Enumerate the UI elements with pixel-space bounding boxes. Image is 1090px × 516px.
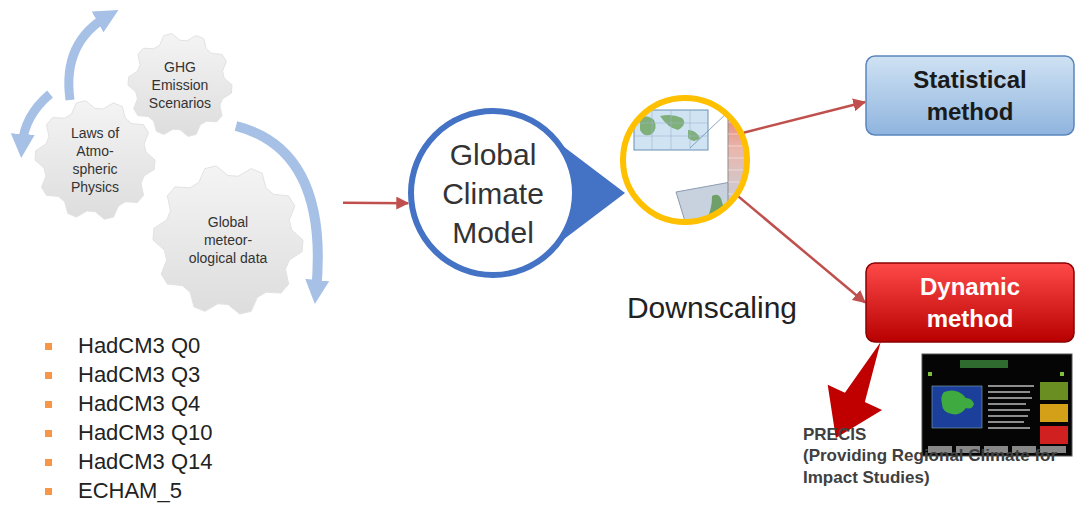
precis-screenshot xyxy=(922,354,1072,456)
label-text: HadCM3 Q14 xyxy=(78,448,213,477)
input-gear: Global meteor- ological data xyxy=(153,165,303,315)
bullet-marker xyxy=(45,343,52,350)
node-outline xyxy=(35,100,155,220)
precis-caption: PRECIS xyxy=(803,424,1063,446)
model-list-item: HadCM3 Q14 xyxy=(45,448,305,477)
bullet-marker xyxy=(45,430,52,437)
label-text: (Providing Regional Climate for Impact S… xyxy=(803,445,1065,489)
method-box: Dynamic method xyxy=(865,262,1075,343)
bullet-marker xyxy=(45,372,52,379)
downscaling-circle: Downscaling xyxy=(620,95,750,225)
label-text: HadCM3 Q3 xyxy=(78,361,200,390)
node-text: GHG Emission Scenarios xyxy=(141,58,219,113)
model-list-item: ECHAM_5 xyxy=(45,477,305,506)
node-text: Global Climate Model xyxy=(423,135,563,252)
model-list-item: HadCM3 Q10 xyxy=(45,419,305,448)
node-text: Global meteor- ological data xyxy=(184,213,272,268)
node-text: Laws of Atmo- spheric Physics xyxy=(64,124,126,197)
model-list-item: HadCM3 Q0 xyxy=(45,332,305,361)
flow-arrow xyxy=(738,196,865,302)
precis-caption: (Providing Regional Climate for Impact S… xyxy=(803,445,1065,489)
method-box: Statistical method xyxy=(865,55,1075,136)
bullet-marker xyxy=(45,401,52,408)
flow-arrow xyxy=(744,102,866,133)
node-heading: Downscaling xyxy=(627,288,797,327)
model-circle: Global Climate Model xyxy=(408,108,578,278)
label-text: HadCM3 Q10 xyxy=(78,419,213,448)
label-text: PRECIS xyxy=(803,424,866,446)
node-outline xyxy=(620,95,750,225)
label-text: ECHAM_5 xyxy=(78,477,182,506)
input-gear: GHG Emission Scenarios xyxy=(128,33,232,137)
bullet-marker xyxy=(45,488,52,495)
model-list-item: HadCM3 Q3 xyxy=(45,361,305,390)
label-text: HadCM3 Q4 xyxy=(78,390,200,419)
node-text: Dynamic method xyxy=(895,271,1045,333)
flow-arrow xyxy=(343,202,408,205)
model-list-item: HadCM3 Q4 xyxy=(45,390,305,419)
input-gear: Laws of Atmo- spheric Physics xyxy=(35,100,155,220)
cycle-arrow xyxy=(22,94,50,146)
node-text: Statistical method xyxy=(895,64,1045,126)
label-text: HadCM3 Q0 xyxy=(78,332,200,361)
bullet-marker xyxy=(45,459,52,466)
cycle-arrow xyxy=(69,16,108,100)
